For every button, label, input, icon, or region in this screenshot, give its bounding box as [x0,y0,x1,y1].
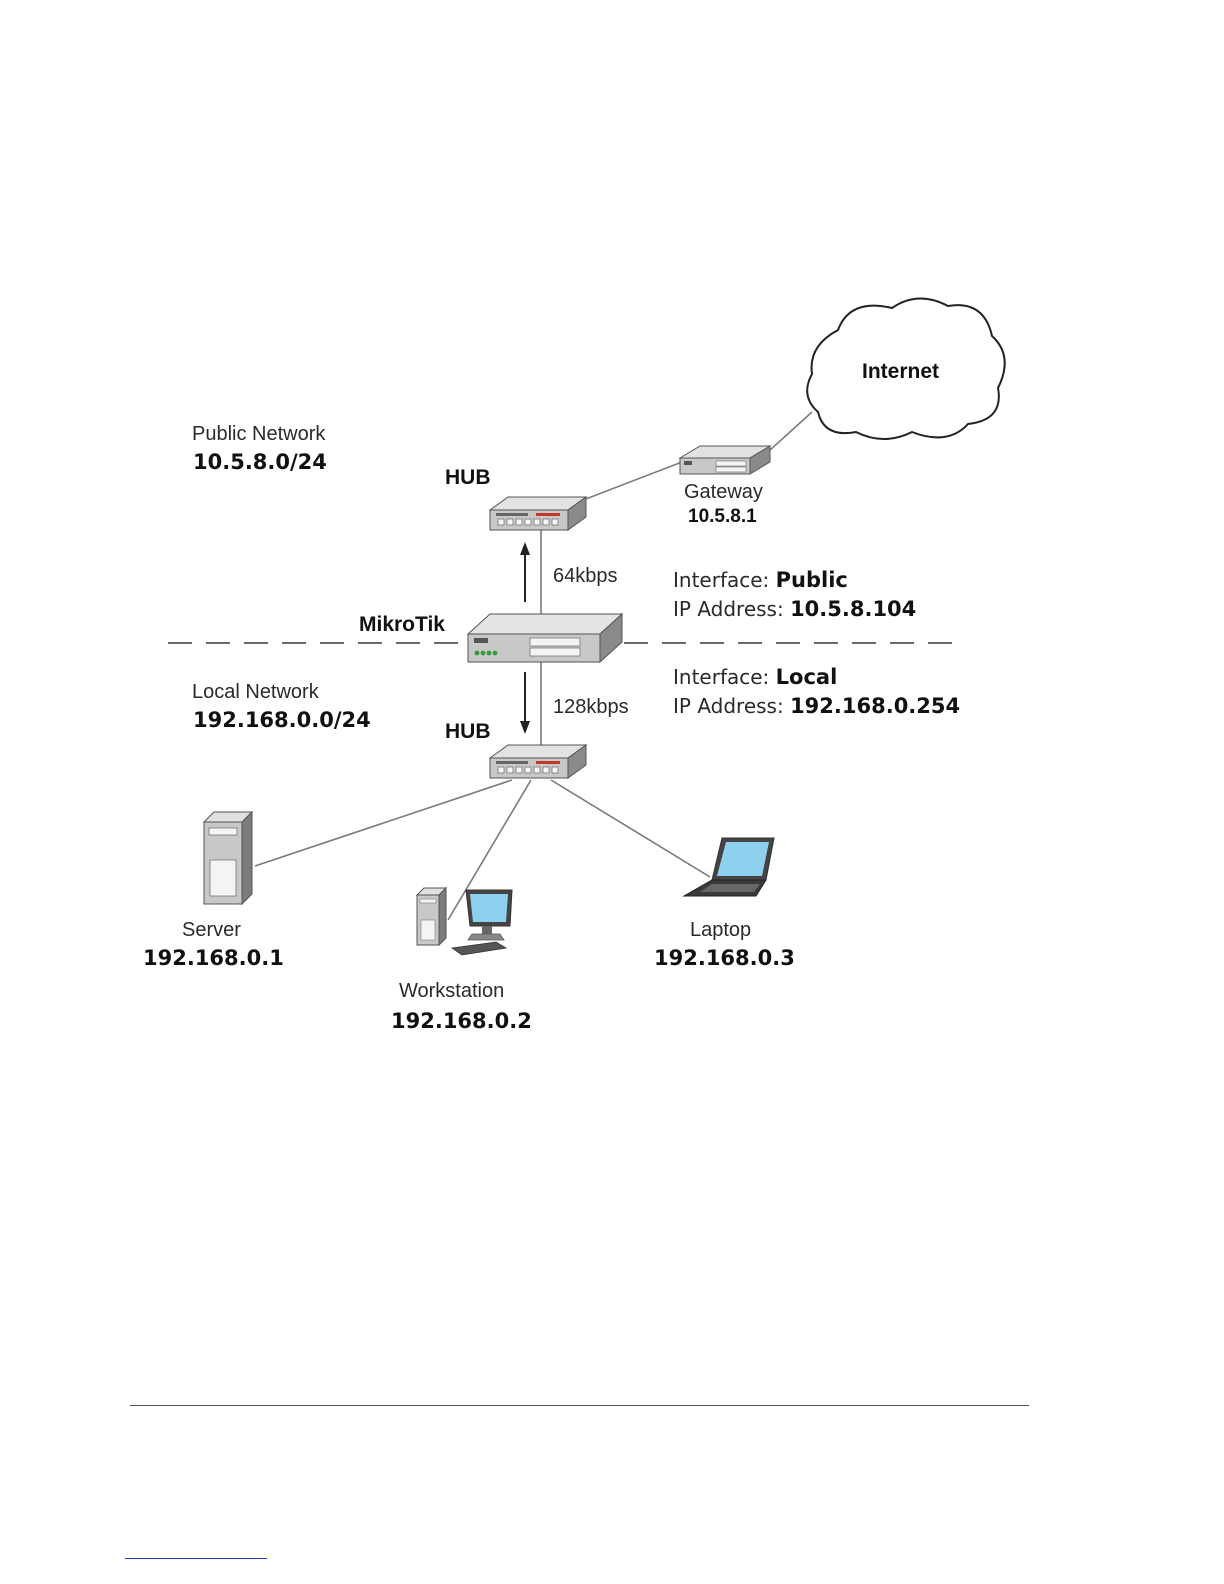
server-icon [204,812,252,904]
local-ip-line: IP Address: 192.168.0.254 [673,694,960,718]
internet-label: Internet [862,360,939,383]
local-ip-prefix: IP Address: [673,694,790,718]
link-gateway-hub [578,462,682,502]
public-ip-prefix: IP Address: [673,597,790,621]
mikrotik-router-icon [468,614,622,662]
link-hub-laptop [551,780,710,877]
gateway-icon [680,446,770,474]
public-interface-name: Public [776,568,848,592]
hub-bottom-icon [490,745,586,778]
link-hub-server [255,780,512,866]
upload-rate: 64kbps [553,565,618,587]
footer-rule [130,1405,1029,1406]
local-network-subnet: 192.168.0.0/24 [193,708,371,732]
local-interface-prefix: Interface: [673,665,776,689]
workstation-icon [417,888,512,955]
public-network-subnet: 10.5.8.0/24 [193,450,327,474]
local-interface-name: Local [776,665,838,689]
laptop-label: Laptop [690,919,751,941]
public-ip-line: IP Address: 10.5.8.104 [673,597,916,621]
download-rate: 128kbps [553,696,629,718]
laptop-ip: 192.168.0.3 [654,946,795,970]
upload-arrow [520,542,530,602]
gateway-ip: 10.5.8.1 [688,506,757,527]
footnote-rule [125,1558,267,1559]
gateway-label: Gateway [684,481,763,503]
hub-top-icon [490,497,586,530]
download-arrow [520,672,530,734]
server-ip: 192.168.0.1 [143,946,284,970]
workstation-ip: 192.168.0.2 [391,1009,532,1033]
hub-top-label: HUB [445,466,491,489]
public-network-title: Public Network [192,423,326,445]
local-interface-line: Interface: Local [673,665,837,689]
local-ip-value: 192.168.0.254 [790,694,960,718]
public-interface-line: Interface: Public [673,568,848,592]
hub-bottom-label: HUB [445,720,491,743]
public-ip-value: 10.5.8.104 [790,597,916,621]
mikrotik-label: MikroTik [359,613,445,636]
public-interface-prefix: Interface: [673,568,776,592]
laptop-icon [684,838,774,896]
server-label: Server [182,919,241,941]
workstation-label: Workstation [399,980,504,1002]
local-network-title: Local Network [192,681,320,703]
